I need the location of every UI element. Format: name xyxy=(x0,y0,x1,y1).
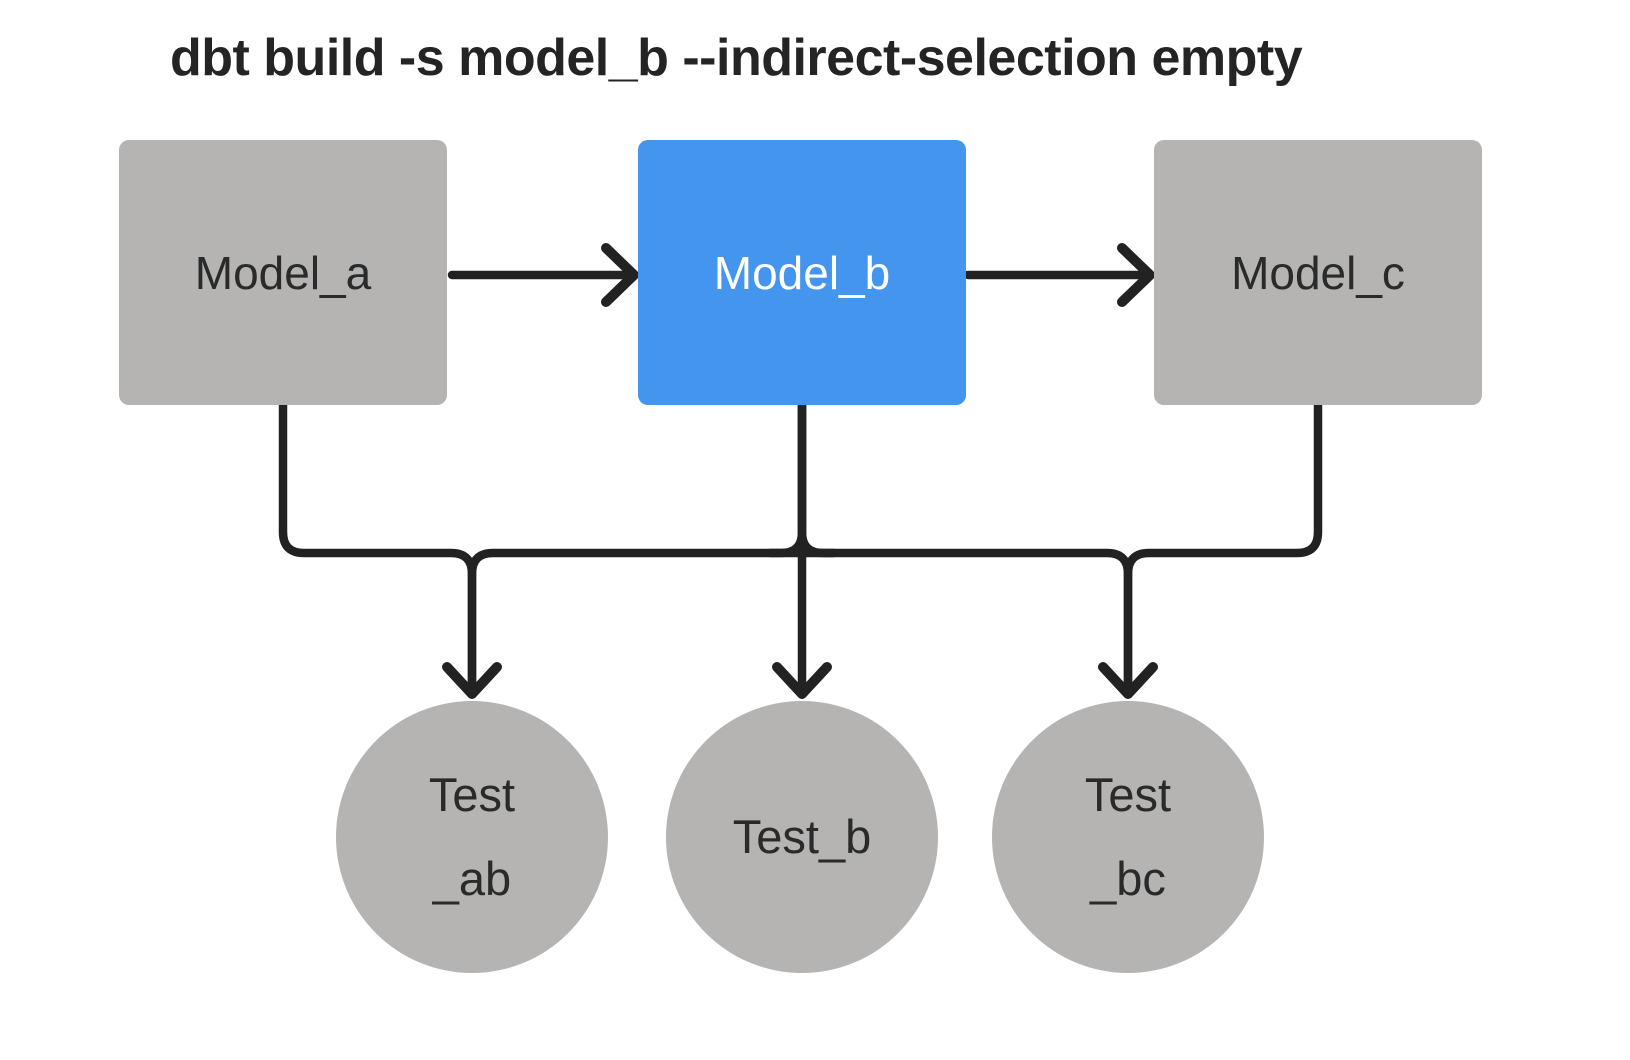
node-label-line: _bc xyxy=(1090,852,1166,905)
node-label-line: Test xyxy=(1084,768,1172,821)
node-label-line: Test_b xyxy=(732,810,872,863)
node-label-line: _ab xyxy=(432,852,512,905)
node-label: Model_b xyxy=(713,246,891,299)
edge-model-b-test-ab xyxy=(467,400,807,691)
node-test-b: Test_b xyxy=(666,701,938,973)
diagram-title: dbt build -s model_b --indirect-selectio… xyxy=(170,29,1303,87)
arrowhead-down-icon xyxy=(772,662,832,699)
arrowhead-down-icon xyxy=(442,662,502,699)
arrowhead-down-icon xyxy=(1098,662,1158,699)
node-label-line: Test xyxy=(428,768,516,821)
node-test-ab: Test _ab xyxy=(336,701,608,973)
edge-model-a-test-ab xyxy=(278,400,477,691)
node-test-bc: Test _bc xyxy=(992,701,1264,973)
arrowhead-right-icon xyxy=(601,243,639,307)
node-label: Model_a xyxy=(194,246,372,299)
edge-model-c-test-bc xyxy=(1123,400,1323,691)
node-model-c: Model_c xyxy=(1154,140,1482,405)
node-label: Model_c xyxy=(1231,246,1405,299)
node-model-a: Model_a xyxy=(119,140,447,405)
edge-model-b-test-bc xyxy=(797,400,1133,691)
node-model-b: Model_b xyxy=(638,140,966,405)
arrowhead-right-icon xyxy=(1117,243,1155,307)
